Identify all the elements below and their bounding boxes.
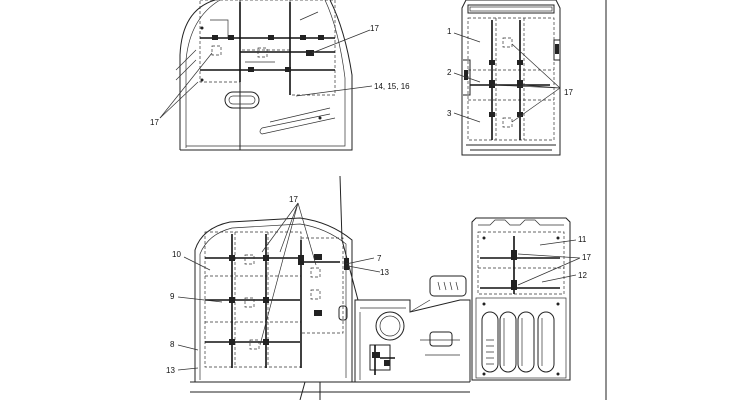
callout-12: 12 <box>578 271 587 280</box>
callout-11: 11 <box>578 235 587 244</box>
callout-9: 9 <box>170 292 175 301</box>
callout-13-b: 13 <box>380 268 389 277</box>
callout-1: 1 <box>447 27 452 36</box>
callout-2: 2 <box>447 68 452 77</box>
callout-17-e: 17 <box>582 253 591 262</box>
machine-side-view <box>190 175 471 400</box>
cab-front-view <box>471 217 571 381</box>
callout-17-c: 17 <box>564 88 573 97</box>
callout-13-a: 13 <box>166 366 175 375</box>
callout-17-b: 17 <box>370 24 379 33</box>
callout-17-a: 17 <box>150 118 159 127</box>
callout-8: 8 <box>170 340 175 349</box>
cab-side-view <box>175 0 353 151</box>
callout-17-d: 17 <box>289 195 298 204</box>
callout-7: 7 <box>377 254 382 263</box>
callout-3: 3 <box>447 109 452 118</box>
cab-rear-view <box>461 0 561 156</box>
callout-10: 10 <box>172 250 181 259</box>
callout-14-15-16: 14, 15, 16 <box>374 82 410 91</box>
